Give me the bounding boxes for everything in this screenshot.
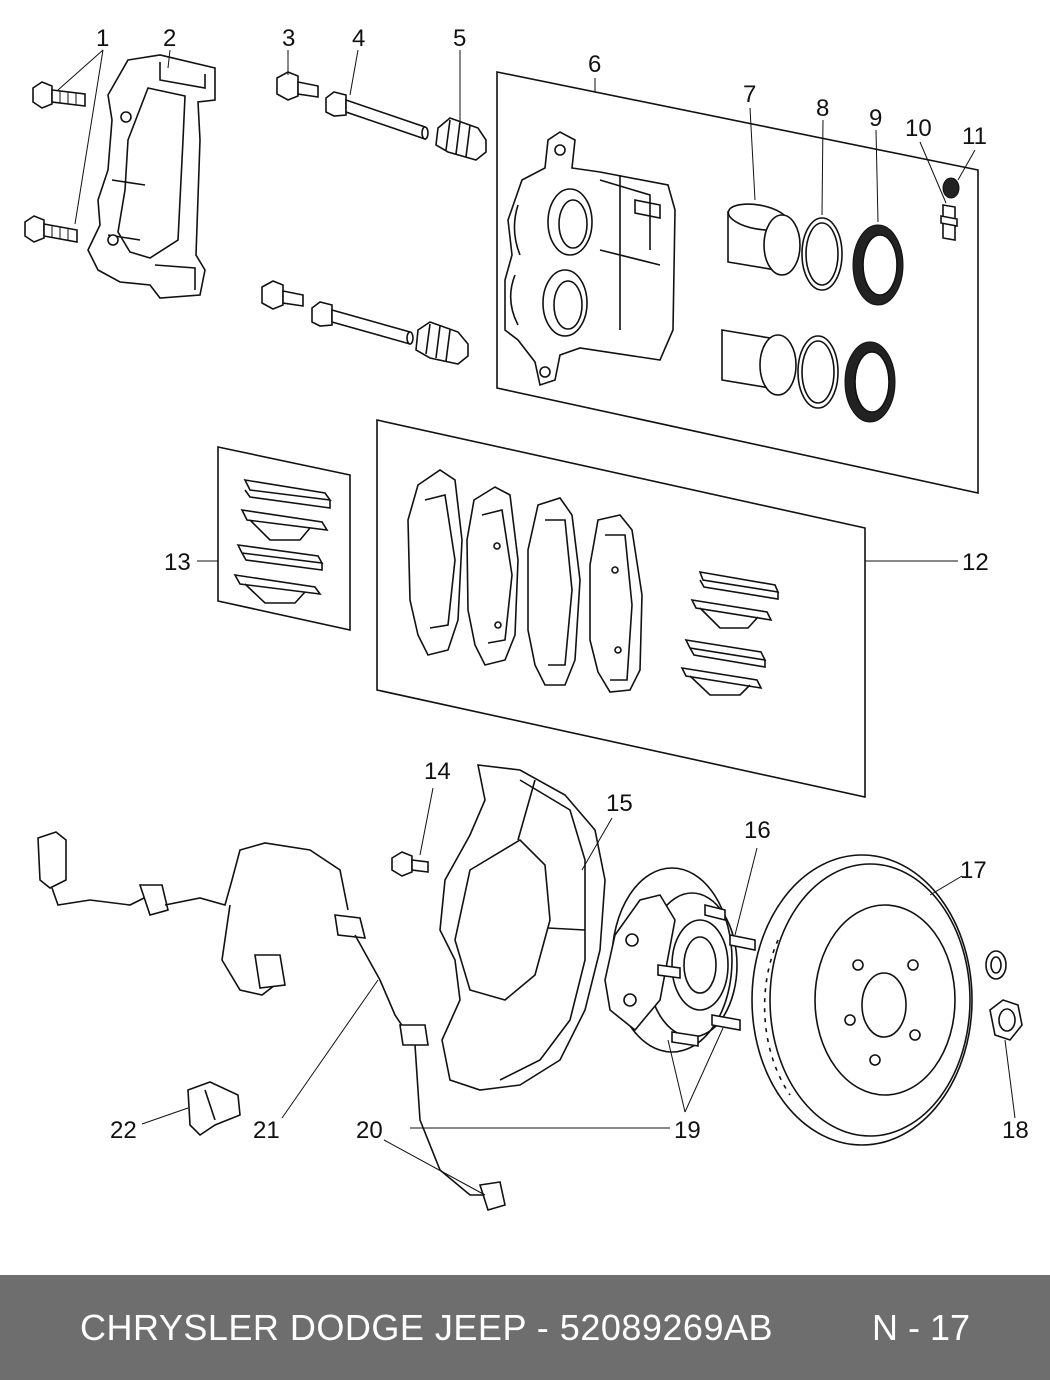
wheel-studs-part-19 — [657, 903, 756, 1047]
pad-clips-part-12 — [680, 570, 780, 696]
callout-16: 16 — [744, 817, 771, 844]
callout-20: 20 — [356, 1117, 383, 1144]
sensor-harness-part-21 — [37, 831, 406, 1031]
callout-6: 6 — [588, 51, 601, 78]
hub-nut-part-18 — [985, 950, 1023, 1041]
callout-15: 15 — [606, 790, 633, 817]
brake-pads-part-12 — [407, 469, 643, 693]
callout-21: 21 — [253, 1117, 280, 1144]
piston-part-7 — [721, 203, 801, 396]
clip-kit-frame — [217, 446, 351, 631]
footer-title: CHRYSLER DODGE JEEP - 52089269AB — [80, 1306, 773, 1348]
bleeder-screw-part-10 — [940, 204, 958, 241]
screw-part-14 — [391, 851, 429, 877]
callout-18: 18 — [1002, 1117, 1029, 1144]
brake-rotor-part-17 — [751, 854, 973, 1146]
callout-13: 13 — [164, 549, 191, 576]
callout-8: 8 — [816, 95, 829, 122]
callout-7: 7 — [743, 81, 756, 108]
dust-boot-part-9 — [844, 224, 904, 423]
footer-page-code: N - 17 — [871, 1306, 970, 1348]
callout-19: 19 — [674, 1117, 701, 1144]
callout-14: 14 — [424, 758, 451, 785]
brake-assembly-diagram: 1 2 3 4 5 6 7 8 9 10 11 12 13 14 15 16 1… — [24, 25, 1029, 1211]
seal-part-8 — [797, 217, 843, 409]
callout-22: 22 — [110, 1117, 137, 1144]
caliper-bracket-part-2 — [87, 54, 216, 299]
leader-lines — [57, 49, 1016, 1196]
hub-bearing-part-16 — [604, 867, 738, 1053]
boot-part-5 — [415, 117, 487, 365]
splash-shield-part-15 — [439, 764, 606, 1091]
callout-1: 1 — [96, 25, 109, 52]
sensor-clip-part-22 — [187, 1081, 241, 1137]
caliper-kit-frame — [496, 71, 979, 494]
callout-2: 2 — [163, 25, 176, 52]
callout-11: 11 — [962, 123, 987, 150]
guide-pin-part-4 — [311, 91, 429, 346]
bleeder-cap-part-11 — [942, 177, 960, 199]
guide-bolt-part-3 — [261, 71, 319, 310]
callout-5: 5 — [453, 25, 466, 52]
callout-labels: 1 2 3 4 5 6 7 8 9 10 11 12 13 14 15 16 1… — [96, 25, 1029, 1144]
caliper-body-part-6 — [504, 131, 676, 387]
callout-17: 17 — [960, 857, 987, 884]
callout-3: 3 — [282, 25, 295, 52]
clip-set-part-13 — [233, 478, 332, 604]
pad-kit-frame — [376, 419, 866, 798]
footer-bar: CHRYSLER DODGE JEEP - 52089269AB N - 17 — [0, 1275, 1050, 1380]
callout-12: 12 — [962, 549, 989, 576]
bolt-part-1 — [24, 81, 86, 243]
callout-10: 10 — [905, 115, 932, 142]
callout-9: 9 — [869, 105, 882, 132]
callout-4: 4 — [352, 25, 365, 52]
